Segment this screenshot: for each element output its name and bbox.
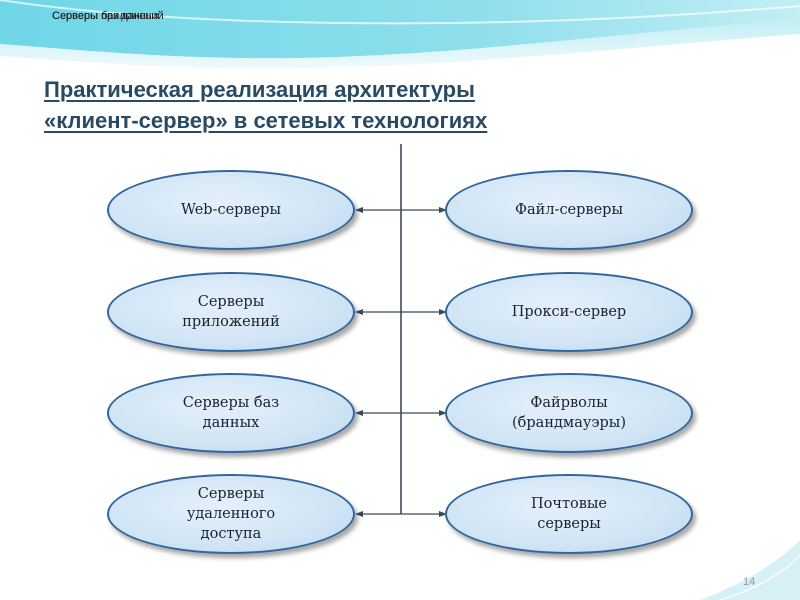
arrowhead-right [439,410,447,416]
arrowhead-right [439,309,447,315]
arrowhead-left [355,207,363,213]
header-text-layer-1: Серверы баз данных [52,10,160,22]
node-mail-servers: Почтовые серверы [445,474,693,554]
node-file-servers: Файл-серверы [445,170,693,250]
title-line-1: Практическая реализация архитектуры [44,77,475,102]
arrowhead-right [439,207,447,213]
node-database-servers: Серверы баз данных [107,373,355,453]
node-proxy-server: Прокси-сервер [445,272,693,352]
title-line-2: «клиент-сервер» в сетевых технологиях [44,108,488,133]
arrowhead-left [355,309,363,315]
page-number: 14 [743,576,756,588]
connector-row-2 [355,309,447,315]
node-firewalls: Файрволы (брандмауэры) [445,373,693,453]
node-label: Файрволы (брандмауэры) [512,395,626,431]
node-label: Серверы приложений [182,294,280,330]
node-label: Web-серверы [180,202,282,218]
connector-row-1 [355,207,447,213]
page-title: Практическая реализация архитектуры «кли… [44,74,694,136]
node-remote-access-servers: Серверы удаленного доступа [107,474,355,554]
node-label: Почтовые серверы [531,496,607,532]
node-label: Файл-серверы [514,202,623,218]
header-text-layer-2: Серверы приложений [52,10,164,22]
connector-row-3 [355,410,447,416]
node-application-servers: Серверы приложений [107,272,355,352]
node-web-servers: Web-серверы [107,170,355,250]
connector-row-4 [355,511,447,517]
arrowhead-left [355,511,363,517]
node-label: Серверы удаленного доступа [186,486,276,542]
arrowhead-left [355,410,363,416]
node-label: Прокси-сервер [511,304,627,320]
arrowhead-right [439,511,447,517]
node-label: Серверы баз данных [182,395,280,431]
